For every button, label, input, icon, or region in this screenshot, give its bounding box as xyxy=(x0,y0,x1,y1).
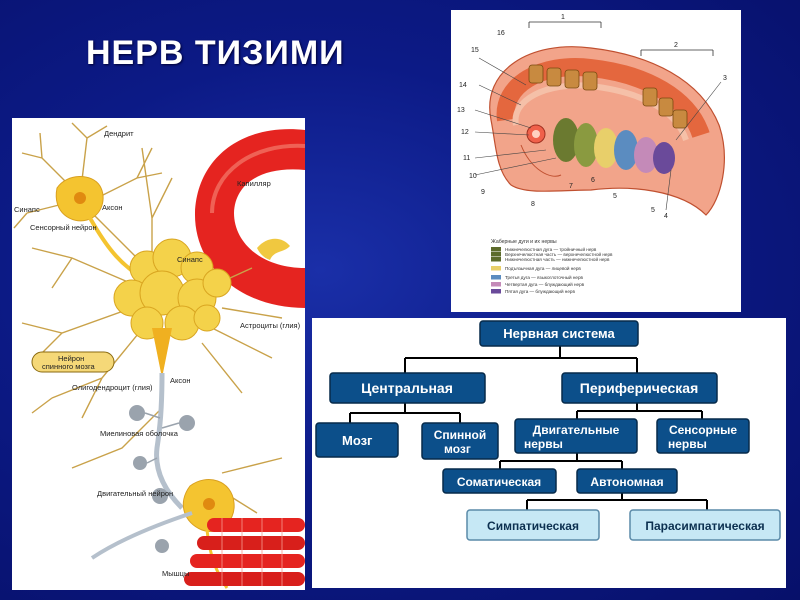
legend-item-label: Пятая дуга — блуждающий нерв xyxy=(505,288,575,294)
legend-swatch xyxy=(491,252,501,257)
legend-swatch xyxy=(491,289,501,294)
arch-number-6: 6 xyxy=(591,177,595,184)
arch-number-2: 2 xyxy=(674,42,678,49)
motor-nerves-box xyxy=(514,418,638,454)
autonomic-label: Автономная xyxy=(590,475,663,489)
legend-swatch xyxy=(491,266,501,271)
spinal-label-line2: мозг xyxy=(444,442,471,456)
nervous-system-tree: Нервная система Центральная Периферическ… xyxy=(312,318,786,588)
label-axon-2: Аксон xyxy=(170,376,191,385)
parasympathetic-box xyxy=(629,509,781,541)
tree-connectors xyxy=(349,346,708,510)
label-oligodendrocyte: Олигодендроцит (глия) xyxy=(72,383,153,392)
legend-item-label: Нижнечелюстная дуга — тройничный нерв xyxy=(505,246,597,252)
label-synapse-1: Синапс xyxy=(14,205,40,214)
legend-item-label: Третья дуга — языкоглоточный нерв xyxy=(505,274,584,280)
arch-number-10: 10 xyxy=(469,173,477,180)
spinal-neuron-cluster xyxy=(113,238,232,341)
arch-number-5b: 5 xyxy=(651,207,655,214)
muscle-fibers xyxy=(184,518,305,586)
legend-swatch xyxy=(491,275,501,280)
legend-item-label: Подъязычная дуга — лицевой нерв xyxy=(505,265,581,271)
legend-items: Нижнечелюстная дуга — тройничный нервВер… xyxy=(491,246,613,294)
legend-item-label: Верхнечелюстная часть — верхнечелюстной … xyxy=(505,251,613,257)
legend-swatch xyxy=(491,247,501,252)
arch-number-5: 5 xyxy=(613,193,617,200)
branchial-arches-illustration: 1 2 3 4 5 5 6 7 8 9 10 11 12 13 14 15 16… xyxy=(451,10,741,312)
label-muscles: Мышцы xyxy=(162,569,189,578)
parasympathetic-label: Парасимпатическая xyxy=(645,519,764,533)
root-box xyxy=(479,320,639,347)
axon-descending xyxy=(154,372,184,510)
sympathetic-label: Симпатическая xyxy=(487,519,579,533)
brain-label: Мозг xyxy=(342,433,373,448)
node-label-box xyxy=(31,351,115,373)
label-myelin: Миелиновая оболочка xyxy=(100,429,179,438)
astrocyte-endfoot xyxy=(257,238,290,260)
label-capillary: Капилляр xyxy=(237,179,271,188)
legend-item-label: Четвертая дуга — блуждающий нерв xyxy=(505,281,585,287)
label-node-line1: Нейрон xyxy=(58,354,84,363)
central-box xyxy=(329,372,486,404)
sensory-label-line1: Сенсорные xyxy=(669,423,737,437)
peripheral-label: Периферическая xyxy=(580,380,699,396)
label-sensory-neuron: Сенсорный нейрон xyxy=(30,223,97,232)
label-node-line2: спинного мозга xyxy=(42,362,96,371)
myelin-sheath-nodes xyxy=(129,405,195,553)
arch-number-14: 14 xyxy=(459,82,467,89)
peripheral-box xyxy=(561,372,718,404)
legend-title: Жаберные дуги и их нервы xyxy=(491,239,557,245)
root-label: Нервная система xyxy=(503,326,615,341)
arch-number-15: 15 xyxy=(471,47,479,54)
legend-swatch xyxy=(491,282,501,287)
somatic-box xyxy=(442,468,557,494)
arch-number-7: 7 xyxy=(569,183,573,190)
central-label: Центральная xyxy=(361,380,453,396)
arch-number-16: 16 xyxy=(497,30,505,37)
somite-blocks xyxy=(528,64,688,129)
label-dendrite: Дендрит xyxy=(104,129,134,138)
legend-swatch xyxy=(491,257,501,262)
motor-label-line2: нервы xyxy=(524,437,563,451)
legend-item-label: Нижнечелюстная часть — нижнечелюстной не… xyxy=(505,256,610,262)
brain-box xyxy=(315,422,399,458)
branchial-arches xyxy=(553,118,675,174)
sympathetic-box xyxy=(466,509,600,541)
arch-number-4: 4 xyxy=(664,213,668,220)
motor-label-line1: Двигательные xyxy=(533,423,620,437)
arch-number-3: 3 xyxy=(723,75,727,82)
label-astrocytes: Астроциты (глия) xyxy=(240,321,301,330)
arch-number-12: 12 xyxy=(461,129,469,136)
sensory-label-line2: нервы xyxy=(668,437,707,451)
neuron-illustration: Дендрит Синапс Аксон Сенсорный нейрон Ка… xyxy=(12,118,305,590)
arch-number-11: 11 xyxy=(463,155,470,162)
somatic-label: Соматическая xyxy=(457,475,541,489)
label-motor-neuron: Двигательный нейрон xyxy=(97,489,173,498)
arch-number-13: 13 xyxy=(457,107,465,114)
arch-number-1: 1 xyxy=(561,14,565,21)
arch-number-9: 9 xyxy=(481,189,485,196)
sensory-nerves-box xyxy=(656,418,750,454)
label-axon-1: Аксон xyxy=(102,203,123,212)
label-synapse-2: Синапс xyxy=(177,255,203,264)
capillary-vessel xyxy=(194,129,305,308)
arch-number-8: 8 xyxy=(531,201,535,208)
spinal-label-line1: Спинной xyxy=(434,428,487,442)
spinal-cord-box xyxy=(421,422,499,460)
slide-title: НЕРВ ТИЗИМИ xyxy=(86,34,345,72)
autonomic-box xyxy=(576,468,678,494)
